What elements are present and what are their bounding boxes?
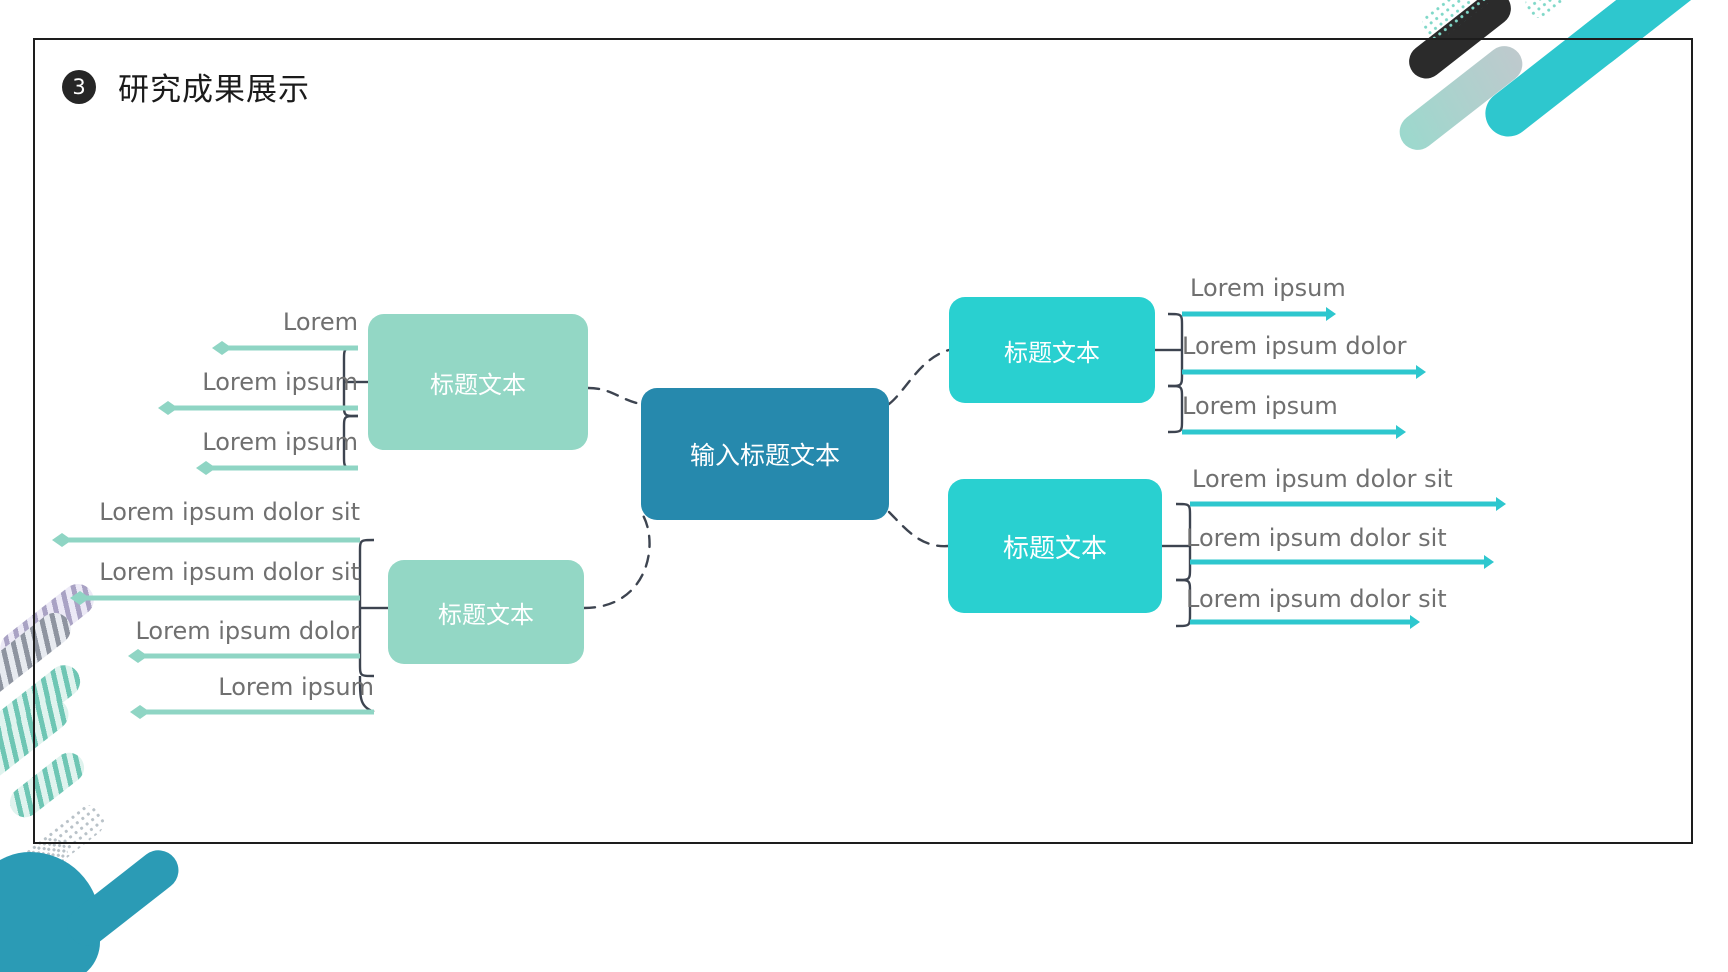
leaf-label: Lorem ipsum: [218, 673, 374, 701]
mindmap-branch-left-top[interactable]: 标题文本: [368, 314, 588, 458]
section-number-badge: 3: [62, 69, 96, 104]
mindmap-branch-left-bottom[interactable]: 标题文本: [388, 560, 584, 672]
leaf-label: Lorem ipsum dolor sit: [1186, 524, 1447, 552]
leaf-label: Lorem ipsum: [202, 368, 358, 396]
section-title-text: 研究成果展示: [118, 72, 310, 108]
leaf-label: Lorem ipsum dolor sit: [1192, 465, 1453, 493]
leaf-label: Lorem: [282, 308, 358, 336]
branch-label: 标题文本: [1004, 338, 1100, 367]
branch-label: 标题文本: [430, 370, 526, 399]
leaf-label: Lorem ipsum: [202, 428, 358, 456]
mindmap-center-node[interactable]: 输入标题文本: [641, 388, 889, 528]
branch-label: 标题文本: [438, 600, 534, 629]
leaf-label: Lorem ipsum dolor: [135, 617, 360, 645]
leaf-label: Lorem ipsum: [1182, 392, 1338, 420]
leaf-label: Lorem ipsum dolor sit: [1186, 585, 1447, 613]
leaf-label: Lorem ipsum dolor sit: [99, 558, 360, 586]
mindmap-branch-right-top[interactable]: 标题文本: [949, 297, 1155, 411]
branch-label: 标题文本: [1002, 533, 1107, 564]
mindmap-branch-right-bottom[interactable]: 标题文本: [948, 479, 1162, 621]
leaf-label: Lorem ipsum: [1190, 274, 1346, 302]
center-node-label: 输入标题文本: [689, 441, 840, 470]
leaf-label: Lorem ipsum dolor sit: [99, 498, 360, 526]
page-title: 3 研究成果展示: [62, 64, 310, 109]
leaf-label: Lorem ipsum dolor: [1182, 332, 1407, 360]
